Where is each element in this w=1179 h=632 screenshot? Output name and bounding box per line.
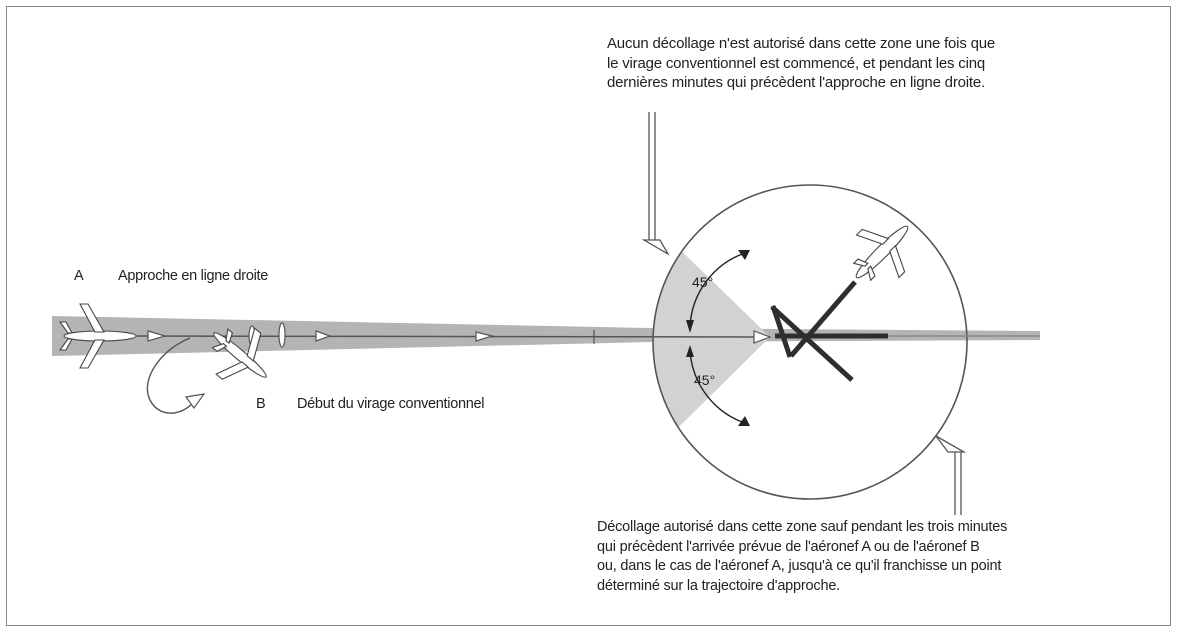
bottom-note-pointer [935, 435, 967, 515]
top-note-pointer [641, 112, 670, 256]
takeoff-zone-circle [652, 184, 968, 500]
aircraft-a-icon [58, 303, 137, 369]
bottom-note-line: Décollage autorisé dans cette zone sauf … [597, 519, 1008, 535]
aircraft-b-icon [211, 327, 267, 380]
turn-arrowhead [184, 393, 206, 410]
label-b-letter: B [256, 396, 266, 412]
label-a-letter: A [74, 268, 84, 284]
label-a-text: Approche en ligne droite [118, 268, 268, 284]
top-note-line: Aucun décollage n'est autorisé dans cett… [607, 35, 996, 52]
top-note: Aucun décollage n'est autorisé dans cett… [607, 34, 995, 93]
runways [770, 280, 1040, 382]
bottom-note-line: déterminé sur la trajectoire d'approche. [597, 577, 841, 594]
bottom-note: Décollage autorisé dans cette zone sauf … [597, 518, 1007, 596]
diagram-frame [6, 6, 1171, 626]
top-note-line: dernières minutes qui précèdent l'approc… [607, 74, 985, 91]
track-arrows [147, 330, 772, 344]
bottom-note-line: qui précèdent l'arrivée prévue de l'aéro… [597, 538, 980, 555]
approach-track [129, 335, 771, 338]
label-b-text: Début du virage conventionnel [297, 396, 485, 412]
restricted-sector [653, 185, 770, 499]
procedure-turn-path [146, 337, 196, 414]
angle-label-lower: 45° [694, 372, 716, 388]
top-note-line: le virage conventionnel est commencé, et… [607, 54, 985, 72]
bottom-note-line: ou, dans le cas de l'aéronef A, jusqu'à … [597, 558, 1002, 574]
departing-aircraft-icon [852, 225, 909, 282]
angle-label-upper: 45° [692, 274, 714, 290]
angle-arcs [689, 251, 749, 425]
angle-arrowheads [686, 250, 750, 426]
